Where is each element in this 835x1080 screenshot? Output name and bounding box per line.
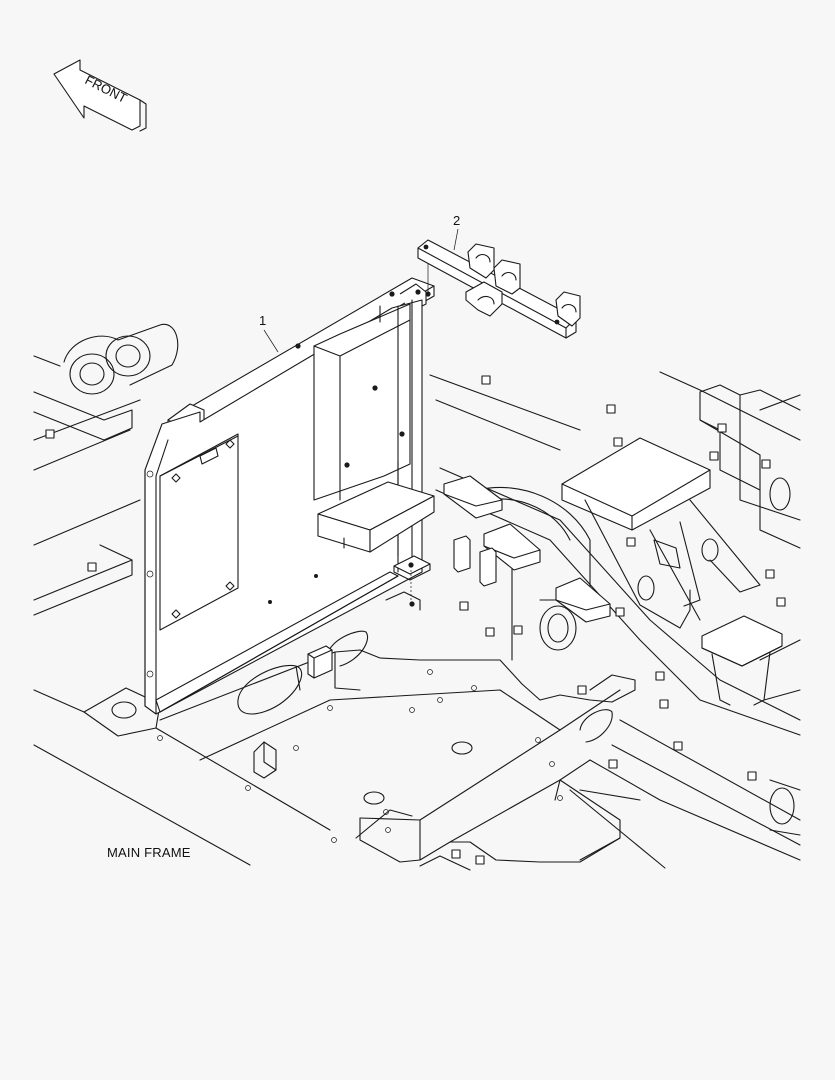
callout-2-number: 2 xyxy=(453,213,460,228)
callout-1: 1 xyxy=(259,313,279,353)
part-1-panel-assembly xyxy=(144,254,435,715)
main-frame xyxy=(33,323,801,871)
front-direction-arrow: FRONT xyxy=(53,59,147,132)
part-2-clamp-bar xyxy=(417,239,581,339)
frame-hole-markers xyxy=(157,669,563,843)
callout-1-number: 1 xyxy=(259,313,266,328)
main-frame-caption: MAIN FRAME xyxy=(107,845,191,860)
callout-2: 2 xyxy=(453,213,460,251)
frame-bolt-markers xyxy=(45,375,786,865)
